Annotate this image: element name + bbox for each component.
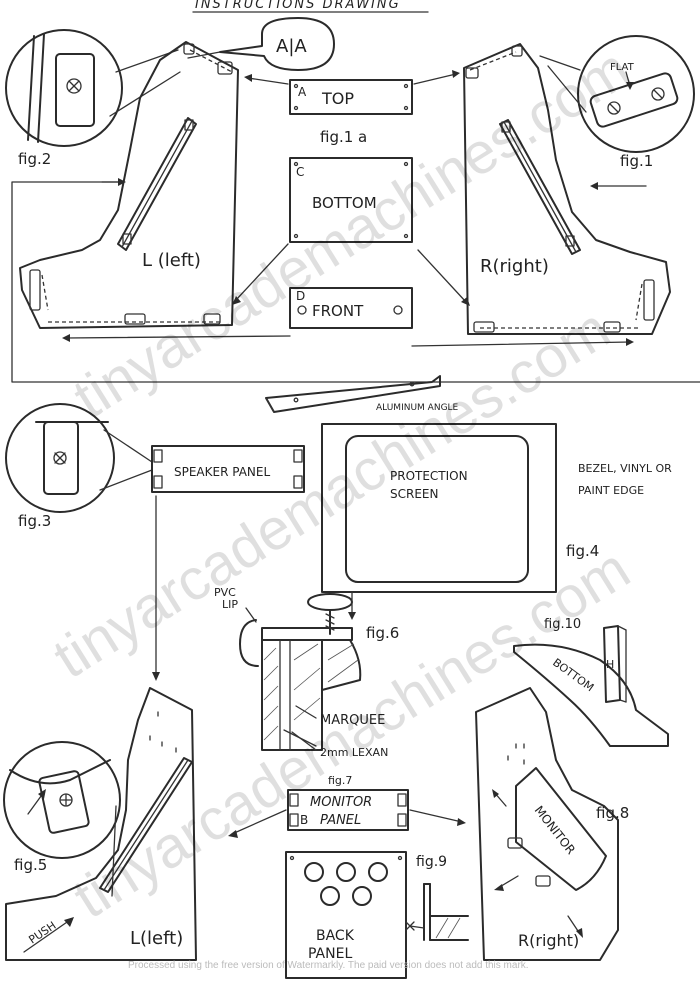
fig8-label: fig.8	[596, 804, 629, 822]
fig3-label: fig.3	[18, 512, 51, 530]
fig1a-label: fig.1 a	[320, 128, 367, 146]
marquee-section	[239, 591, 362, 751]
bottom-panel	[289, 157, 413, 243]
top-arrow-left	[247, 77, 289, 85]
left-side-panel	[19, 41, 239, 329]
front-panel-letter: D	[296, 289, 305, 303]
fig10-bottom-piece	[513, 625, 669, 747]
back-panel	[285, 851, 407, 979]
bezel-line1: BEZEL, VINYL OR	[578, 462, 672, 475]
front-panel-label: FRONT	[312, 302, 364, 320]
fig9-label: fig.9	[416, 854, 447, 870]
front-panel	[289, 287, 413, 329]
fig5-label: fig.5	[14, 856, 47, 874]
top-arrow-right-head	[452, 70, 460, 78]
protection-screen-line2: SCREEN	[390, 487, 438, 501]
fig2-label: fig.2	[18, 150, 51, 168]
bottom-arrow-left-head	[232, 296, 241, 305]
speaker-panel	[151, 445, 305, 493]
monitor-panel-line1: MONITOR	[310, 795, 372, 810]
fig10-h-letter: H	[606, 658, 614, 671]
push-label: PUSH	[26, 919, 58, 947]
top-arrow-right	[413, 73, 457, 85]
bezel-line2: PAINT EDGE	[578, 484, 644, 497]
fig10-label: fig.10	[544, 617, 581, 632]
top-outline-bracket	[11, 181, 700, 383]
back-panel-line1: BACK	[316, 928, 355, 944]
fig3-detail	[5, 403, 153, 513]
protection-screen	[321, 423, 557, 593]
watermark-note: Processed using the free version of Wate…	[128, 960, 529, 971]
pvc-lip-line1: PVC	[214, 586, 236, 599]
protection-screen-line1: PROTECTION	[390, 469, 468, 483]
marquee-label: MARQUEE	[320, 713, 385, 728]
bottom-panel-label: BOTTOM	[312, 194, 377, 212]
monitor-panel	[287, 789, 409, 831]
right-side-panel-lower	[475, 687, 619, 961]
fig6-label: fig.6	[366, 624, 399, 642]
fig1-label: fig.1	[620, 152, 653, 170]
right-panel-lower-label: R(right)	[518, 931, 579, 950]
speaker-panel-label: SPEAKER PANEL	[174, 465, 270, 479]
fig5-detail	[3, 741, 121, 897]
back-panel-line2: PANEL	[308, 946, 352, 962]
right-side-panel	[463, 43, 671, 335]
flat-label: FLAT	[610, 62, 635, 73]
aluminum-angle	[265, 375, 441, 413]
fig9-bracket	[405, 883, 469, 941]
fig4-label: fig.4	[566, 542, 599, 560]
right-arrow-head	[590, 182, 598, 190]
front-arrow-right	[411, 341, 631, 347]
speaker-arrow-head	[152, 672, 160, 681]
left-side-panel-lower	[5, 687, 197, 961]
top-panel	[289, 79, 413, 115]
monitor-panel-letter: B	[300, 813, 308, 827]
front-arrow-left	[65, 335, 291, 339]
pvc-lip-line2: LIP	[222, 598, 238, 611]
front-arrow-left-head	[62, 334, 70, 342]
lexan-label: 2mm LEXAN	[320, 746, 388, 759]
monitor-arrow-right-head	[457, 818, 466, 826]
aa-label: A|A	[276, 36, 307, 57]
page-title: INSTRUCTIONS DRAWING	[195, 0, 401, 12]
bottom-panel-letter: C	[296, 165, 304, 179]
aa-callout	[187, 17, 335, 71]
bottom-arrow-right	[417, 249, 467, 303]
top-arrow-left-head	[244, 74, 252, 82]
monitor-arrow-left-head	[228, 830, 238, 838]
top-panel-letter: A	[298, 85, 307, 99]
left-arrow-head	[118, 178, 126, 186]
bottom-arrow-left	[235, 243, 289, 301]
front-arrow-right-head	[626, 338, 634, 346]
fig7-label: fig.7	[328, 774, 352, 787]
aluminum-angle-label: ALUMINUM ANGLE	[376, 403, 459, 413]
fig1-detail	[539, 35, 695, 153]
top-panel-label: TOP	[321, 89, 354, 108]
monitor-arrow-right	[409, 809, 463, 823]
fig2-detail	[5, 29, 181, 147]
left-panel-label: L (left)	[142, 250, 201, 271]
right-panel-label: R(right)	[480, 256, 549, 277]
monitor-arrow-left	[231, 809, 287, 835]
monitor-panel-line2: PANEL	[320, 813, 361, 828]
left-panel-lower-label: L(left)	[130, 928, 183, 949]
